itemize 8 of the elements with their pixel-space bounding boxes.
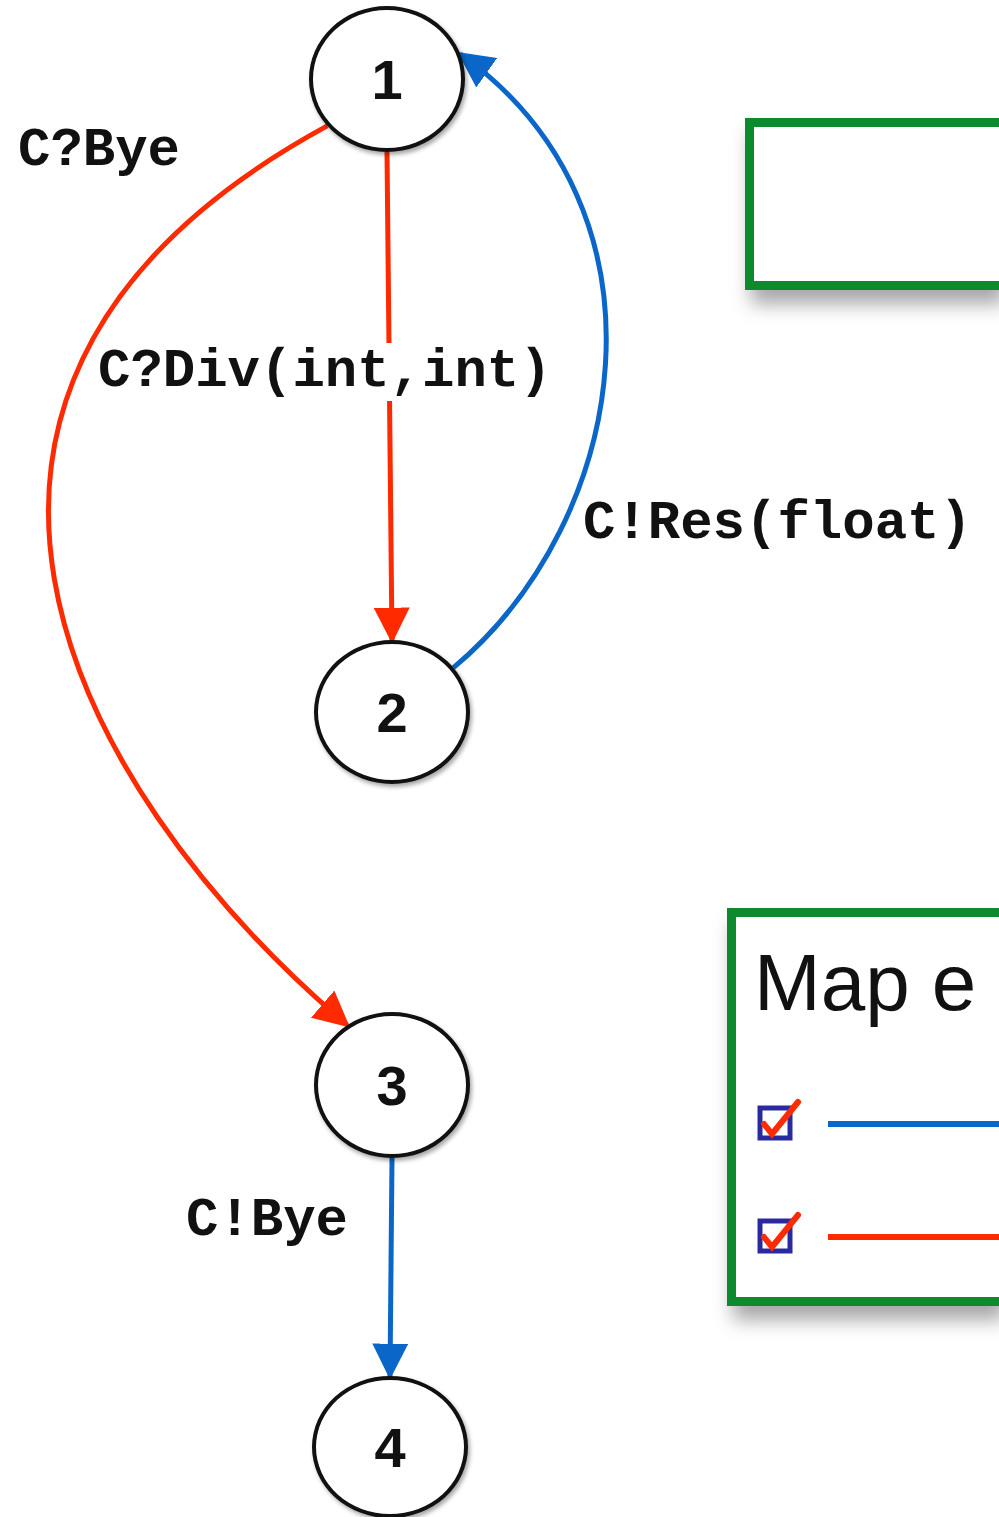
transition-arrow xyxy=(46,123,350,1028)
empty-panel xyxy=(745,118,999,290)
state-number: 3 xyxy=(376,1052,408,1118)
transition-arrow xyxy=(451,51,608,670)
state-number: 1 xyxy=(371,46,403,112)
state-number: 4 xyxy=(374,1414,406,1480)
state-number: 2 xyxy=(376,679,408,745)
legend-panel xyxy=(727,908,999,1306)
